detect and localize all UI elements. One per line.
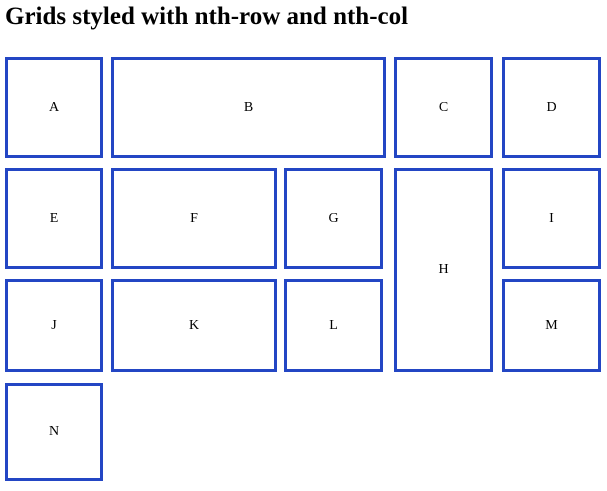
grid-cell-k: K xyxy=(111,279,277,372)
grid-cell-n: N xyxy=(5,383,103,481)
grid-cell-label: C xyxy=(438,99,449,115)
grid-cell-label: I xyxy=(549,210,554,226)
grid-cell-label: B xyxy=(243,99,254,115)
grid-cell-a: A xyxy=(5,57,103,158)
grid-cell-d: D xyxy=(502,57,601,158)
grid-cell-label: M xyxy=(545,317,558,333)
grid-cell-h: H xyxy=(394,168,493,372)
grid-cell-label: H xyxy=(438,262,449,277)
grid-cell-label: F xyxy=(190,210,198,226)
grid-cell-m: M xyxy=(502,279,601,372)
grid-cell-j: J xyxy=(5,279,103,372)
grid-cell-label: J xyxy=(51,317,57,333)
grid-cell-c: C xyxy=(394,57,493,158)
grid-cell-label: N xyxy=(48,424,60,439)
grid-cell-label: K xyxy=(188,317,200,333)
grid-cell-label: E xyxy=(49,210,59,226)
grid-cell-label: G xyxy=(328,210,339,226)
grid-cell-label: A xyxy=(48,99,60,115)
page-title: Grids styled with nth-row and nth-col xyxy=(5,3,409,30)
grid-cell-e: E xyxy=(5,168,103,269)
grid-cell-l: L xyxy=(284,279,383,372)
grid-cell-label: D xyxy=(546,99,557,115)
grid-cell-b: B xyxy=(111,57,386,158)
grid-cell-i: I xyxy=(502,168,601,269)
grid-cell-label: L xyxy=(329,317,338,333)
grid-cell-g: G xyxy=(284,168,383,269)
grid-cell-f: F xyxy=(111,168,277,269)
